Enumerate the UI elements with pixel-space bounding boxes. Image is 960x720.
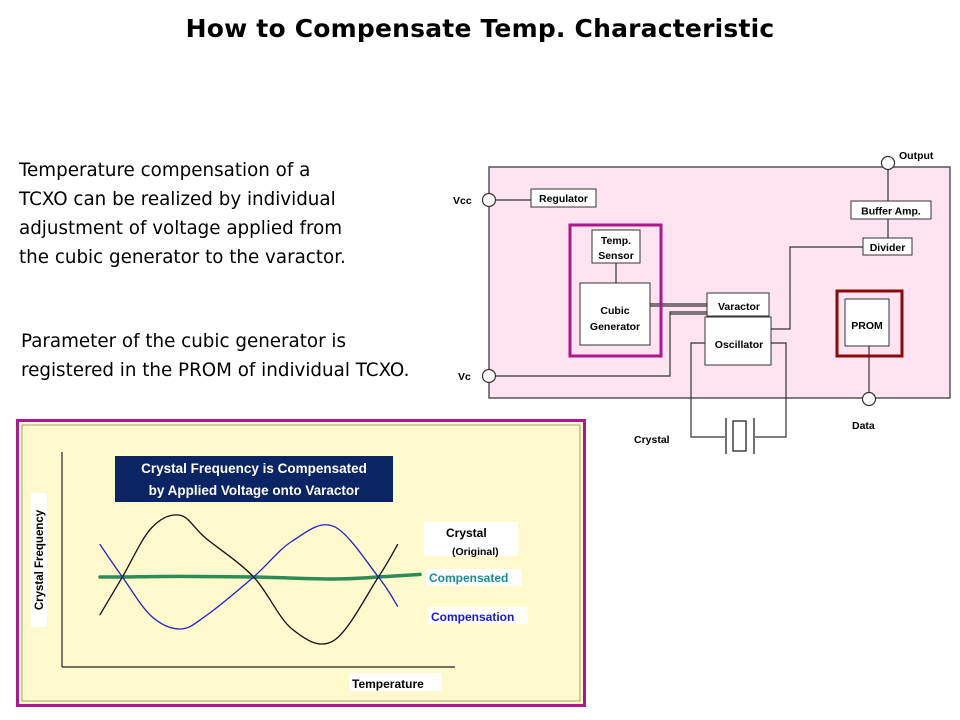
temp-sensor-label-2: Sensor	[598, 250, 634, 262]
vcc-pin: Vcc	[453, 192, 497, 208]
vcc-label: Vcc	[453, 195, 472, 207]
regulator-label: Regulator	[539, 193, 588, 205]
temp-sensor-block: Temp. Sensor	[591, 229, 641, 264]
vc-label: Vc	[458, 371, 471, 383]
legend-compensated: Compensated	[429, 571, 508, 585]
oscillator-label: Oscillator	[715, 339, 763, 351]
data-pin: Data	[852, 391, 877, 432]
y-axis-label: Crystal Frequency	[34, 509, 46, 610]
output-label: Output	[899, 150, 934, 162]
wire-crystal-left	[690, 342, 725, 438]
description-paragraph-1: Temperature compensation of a TCXO can b…	[19, 160, 346, 268]
prom-highlight-frame	[835, 289, 904, 358]
vc-pin: Vc	[458, 368, 497, 384]
regulator-block: Regulator	[530, 188, 597, 208]
wire-oscillator-divider	[771, 246, 863, 330]
x-axis-label: Temperature	[352, 677, 424, 691]
crystal-label: Crystal	[634, 434, 670, 446]
chart-title-line-1: Crystal Frequency is Compensated	[141, 461, 367, 476]
description-paragraph-2: Parameter of the cubic generator is regi…	[21, 331, 410, 381]
wire-crystal-right	[755, 342, 787, 438]
buffer-amp-block: Buffer Amp.	[850, 200, 932, 220]
series-compensation-line	[99, 524, 399, 630]
chart-title-box	[115, 456, 393, 502]
legend-compensation: Compensation	[431, 610, 514, 624]
varactor-label: Varactor	[718, 301, 760, 313]
legend-crystal-line-1: Crystal	[446, 526, 487, 540]
chart-title-line-2: by Applied Voltage onto Varactor	[149, 483, 361, 498]
cubic-generator-block: Cubic Generator	[579, 282, 651, 346]
crystal-symbol-icon	[725, 418, 755, 454]
temp-sensor-label-1: Temp.	[601, 235, 631, 247]
data-label: Data	[852, 420, 875, 432]
cubic-highlight-frame	[568, 223, 663, 358]
cubic-generator-label-1: Cubic	[600, 305, 629, 317]
legend-crystal-line-2: (Original)	[452, 546, 499, 558]
prom-label: PROM	[851, 320, 883, 332]
wire-vc-varactor	[495, 311, 707, 377]
varactor-block: Varactor	[706, 292, 770, 317]
oscillator-block: Oscillator	[704, 316, 772, 366]
slide-title: How to Compensate Temp. Characteristic	[185, 14, 775, 43]
series-crystal-line	[99, 514, 399, 645]
divider-block: Divider	[862, 237, 913, 256]
cubic-generator-label-2: Generator	[590, 321, 640, 333]
buffer-amp-label: Buffer Amp.	[861, 206, 921, 218]
output-pin: Output	[880, 150, 934, 171]
prom-block: PROM	[844, 298, 890, 347]
divider-label: Divider	[870, 242, 906, 254]
